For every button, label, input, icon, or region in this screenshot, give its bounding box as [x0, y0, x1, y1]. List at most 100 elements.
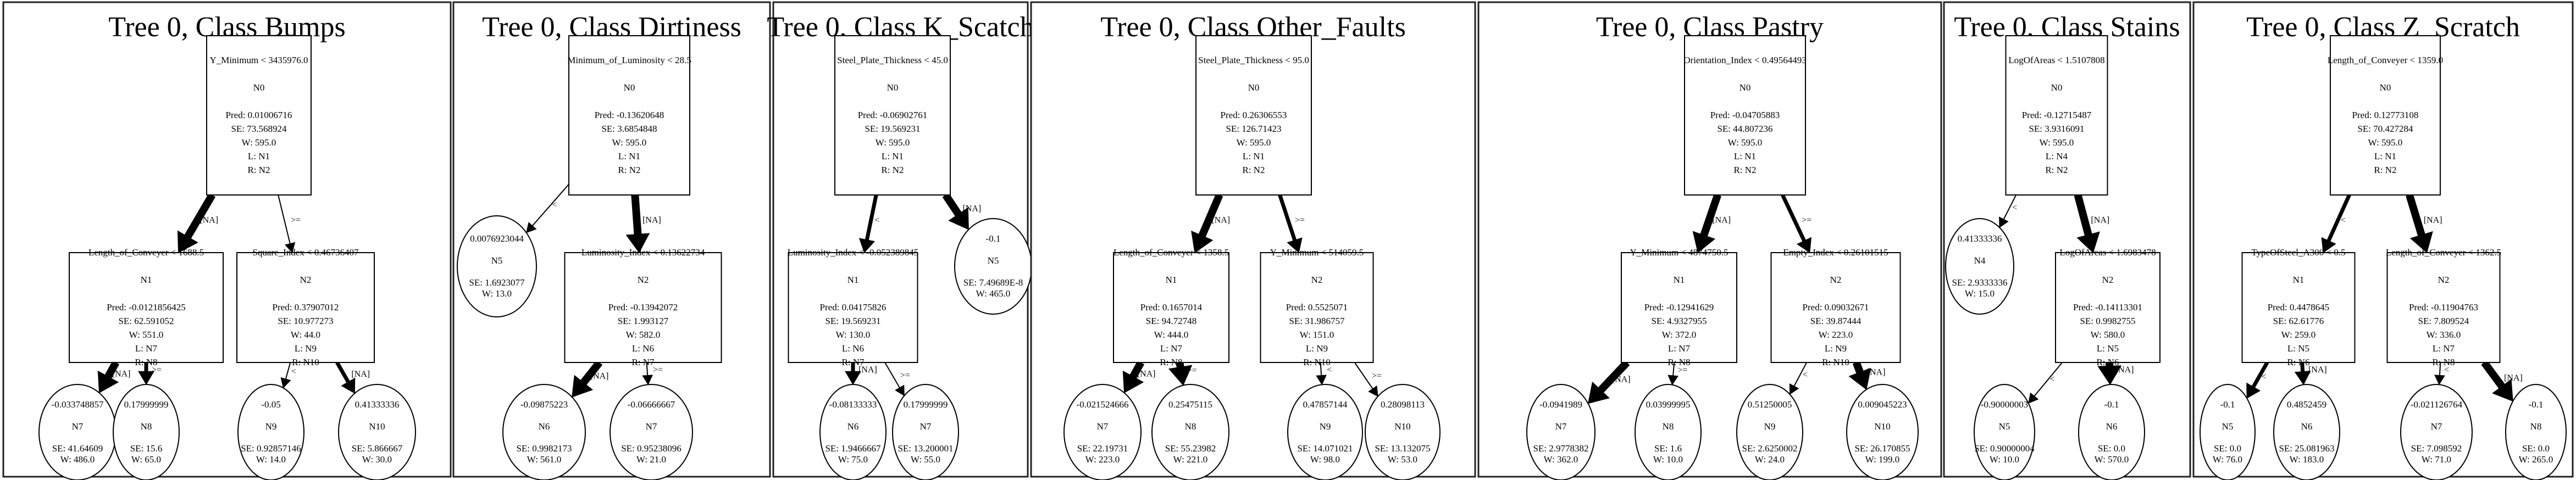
node-text-line: N5 [1999, 421, 2010, 432]
node-text-line: W: 71.0 [2422, 454, 2451, 465]
node-text-line: W: 44.0 [291, 330, 320, 340]
node-text-line: N2 [1311, 275, 1323, 285]
node-text-line: N5 [988, 255, 999, 266]
node-text-line: W: 130.0 [836, 330, 871, 340]
edge-label: >= [291, 216, 301, 225]
edge-label: [NA] [112, 370, 131, 379]
edge-arrowhead [1316, 375, 1327, 386]
node-text-line: Steel_Plate_Thickness < 45.0 [837, 55, 948, 65]
node-text-line: W: 265.0 [2519, 454, 2553, 465]
node-text-line: SE: 0.95238096 [621, 443, 682, 454]
tree-panel: Tree 0, Class Pastry[NA]>=[NA]>=<[NA]Ori… [1477, 1, 1942, 480]
node-ellipse [1945, 218, 2014, 315]
tree-edge [1198, 193, 1223, 237]
node-text-line: 0.41333336 [355, 399, 400, 410]
edge-arrowhead [2246, 382, 2261, 399]
edge-arrowhead [1848, 367, 1871, 390]
tree-panel: Tree 0, Class K_Scatch<[NA][NA]>=Steel_P… [767, 1, 1034, 480]
node-text-line: N1 [1674, 275, 1685, 285]
node-text-line: SE: 25.081963 [2279, 443, 2334, 454]
node-text-line: L: N5 [2097, 343, 2119, 354]
edge-label: [NA] [962, 204, 981, 213]
edge-arrowhead [1587, 381, 1610, 404]
node-text-line: W: 10.0 [1990, 454, 2019, 465]
edge-label: >= [1372, 371, 1382, 381]
node-text-line: W: 30.0 [362, 454, 392, 465]
tree-edge [2034, 362, 2063, 397]
node-text-line: -0.1 [2529, 399, 2544, 410]
node-ellipse [113, 384, 180, 480]
node-text-line: Pred: 0.37907012 [273, 302, 339, 312]
node-text-line: Pred: -0.13942072 [608, 302, 678, 312]
node-text-line: 0.41333336 [1958, 233, 2002, 244]
node-text-line: -0.021126764 [2411, 399, 2463, 410]
node-text-line: W: 465.0 [976, 288, 1011, 299]
node-text-line: -0.1 [2104, 399, 2119, 410]
node-text-line: R: N2 [881, 165, 904, 175]
node-text-line: N8 [1185, 421, 1196, 432]
node-text-line: W: 13.0 [482, 288, 512, 299]
edge-label: < [2444, 365, 2449, 375]
edge-label: [NA] [642, 216, 661, 225]
node-text-line: SE: 19.569231 [865, 124, 920, 134]
node-text-line: -0.0941989 [1539, 399, 1582, 410]
node-text-line: 0.009045223 [1858, 399, 1907, 410]
node-text-line: N1 [847, 275, 859, 285]
tree-edge [532, 183, 569, 226]
node-text-line: SE: 126.71423 [1226, 124, 1281, 134]
node-text-line: N6 [847, 421, 859, 432]
node-text-line: N2 [300, 275, 312, 285]
node-text-line: W: 10.0 [1653, 454, 1683, 465]
node-text-line: L: N9 [295, 343, 317, 354]
node-text-line: N2 [2438, 275, 2450, 285]
node-text-line: N10 [1394, 421, 1410, 432]
node-ellipse [457, 215, 537, 317]
node-text-line: Luminosity_Index < -0.052389845 [788, 247, 919, 258]
node-text-line: N4 [1974, 255, 1986, 266]
node-text-line: R: N10 [292, 357, 319, 367]
node-text-line: L: N4 [2046, 151, 2068, 161]
node-ellipse [2400, 384, 2473, 480]
node-text-line: -0.06666667 [628, 399, 675, 410]
node-text-line: N0 [2051, 82, 2063, 93]
tree-edge [1598, 360, 1630, 393]
node-text-line: N2 [1830, 275, 1842, 285]
node-box [2055, 252, 2160, 363]
node-text-line: SE: 2.9778382 [1533, 443, 1588, 454]
node-text-line: N8 [141, 421, 152, 432]
node-text-line: Length_of_Conveyer < 1362.5 [2386, 247, 2501, 258]
edge-label: >= [1677, 365, 1687, 375]
node-text-line: SE: 41.64609 [52, 443, 103, 454]
node-text-line: SE: 70.427284 [2357, 124, 2413, 134]
node-text-line: L: N7 [2433, 343, 2455, 354]
edge-arrowhead [642, 375, 653, 386]
edge-label: [NA] [351, 370, 370, 379]
node-text-line: -0.90000003 [1981, 399, 2028, 410]
node-text-line: L: N7 [1668, 343, 1691, 354]
node-text-line: Pred: -0.06902761 [858, 110, 928, 120]
node-text-line: SE: 0.0 [2098, 443, 2125, 454]
edge-label: >= [1187, 366, 1197, 375]
node-text-line: SE: 22.19731 [1077, 443, 1128, 454]
edge-label: >= [653, 365, 663, 375]
node-text-line: W: 183.0 [2290, 454, 2324, 465]
node-text-line: N0 [253, 82, 265, 93]
node-text-line: Y_Minimum < 514059.5 [1270, 247, 1364, 258]
node-text-line: 0.51250005 [1748, 399, 1792, 410]
node-text-line: Steel_Plate_Thickness < 95.0 [1198, 55, 1309, 65]
node-text-line: Square_Index < 0.46736407 [252, 247, 359, 258]
node-text-line: R: N2 [618, 165, 640, 175]
node-text-line: N1 [1166, 275, 1177, 285]
node-text-line: N5 [2222, 421, 2234, 432]
node-text-line: R: N2 [1733, 165, 1756, 175]
